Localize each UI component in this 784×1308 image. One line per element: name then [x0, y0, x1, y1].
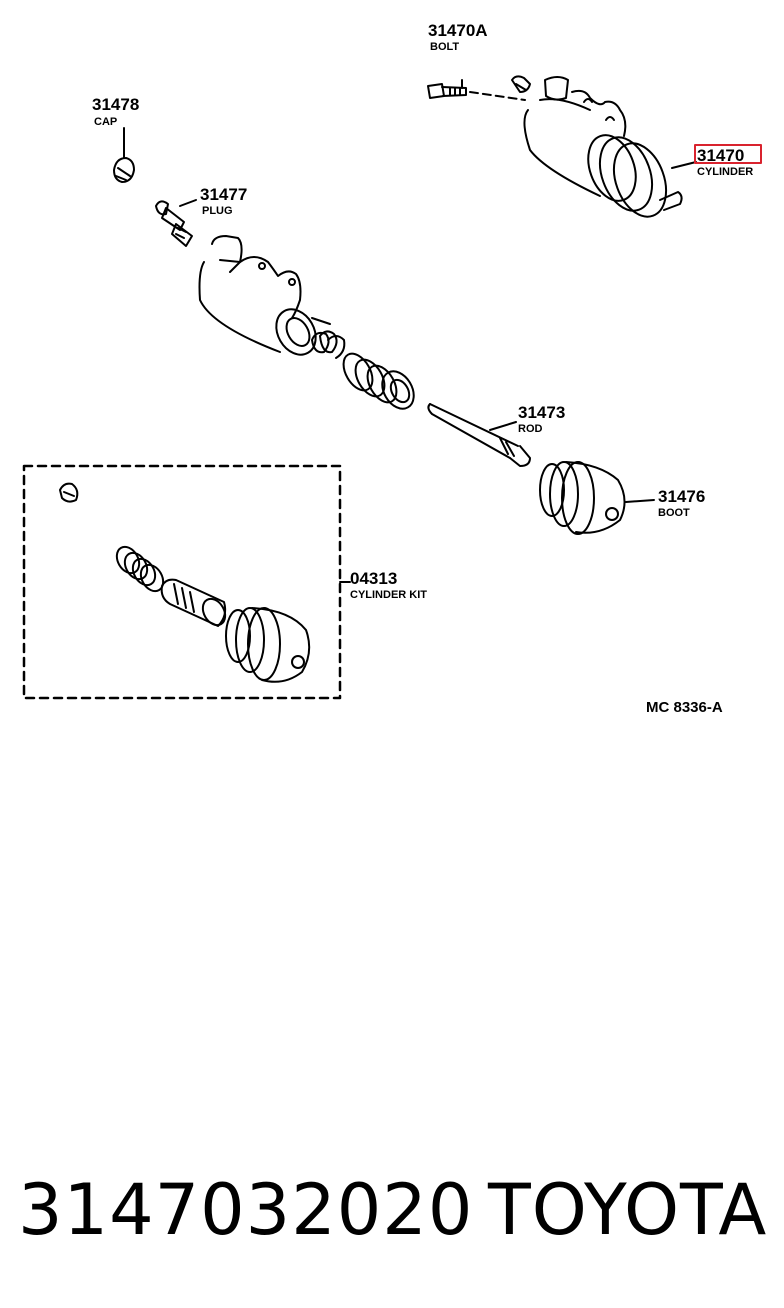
piston-assembly-drawing: [311, 330, 415, 410]
rod-drawing: [427, 403, 531, 467]
bolt-name-label: BOLT: [430, 41, 459, 53]
kit-boot-drawing: [225, 607, 311, 683]
cylinder-name-label: CYLINDER: [697, 166, 753, 178]
parts-diagram: 31470A BOLT 31478 CAP 31477 PLUG 31470 C…: [22, 21, 762, 716]
cap-name-label: CAP: [94, 116, 117, 128]
bolt-number-label: 31470A: [428, 21, 488, 40]
cylinder-kit-number-label: 04313: [350, 569, 397, 588]
cylinder-label-leader: [671, 161, 697, 169]
kit-cap-drawing: [59, 482, 79, 503]
boot-name-label: BOOT: [658, 507, 690, 519]
boot-number-label: 31476: [658, 487, 705, 506]
kit-spring-drawing: [115, 545, 165, 593]
cap-number-label: 31478: [92, 95, 139, 114]
cap-drawing: [113, 127, 135, 183]
cylinder-number-label: 31470: [697, 146, 744, 165]
boot-drawing: [539, 461, 655, 535]
cylinder-kit-box: [22, 464, 351, 700]
footer-brand: TOYOTA: [488, 1169, 768, 1251]
plug-drawing: [155, 199, 197, 247]
reference-code: MC 8336-A: [646, 699, 723, 716]
cylinder-highlight-box: [694, 144, 762, 164]
rod-number-label: 31473: [518, 403, 565, 422]
footer-part-number: 3147032020: [18, 1169, 474, 1251]
bolt-drawing: [427, 79, 526, 101]
plug-name-label: PLUG: [202, 205, 233, 217]
kit-piston-drawing: [160, 578, 227, 627]
rod-name-label: ROD: [518, 423, 543, 435]
main-cylinder-drawing: [198, 235, 331, 356]
footer: 3147032020 TOYOTA: [0, 1160, 784, 1260]
assembled-cylinder-drawing: [511, 75, 683, 218]
plug-number-label: 31477: [200, 185, 247, 204]
cylinder-kit-name-label: CYLINDER KIT: [350, 589, 427, 601]
